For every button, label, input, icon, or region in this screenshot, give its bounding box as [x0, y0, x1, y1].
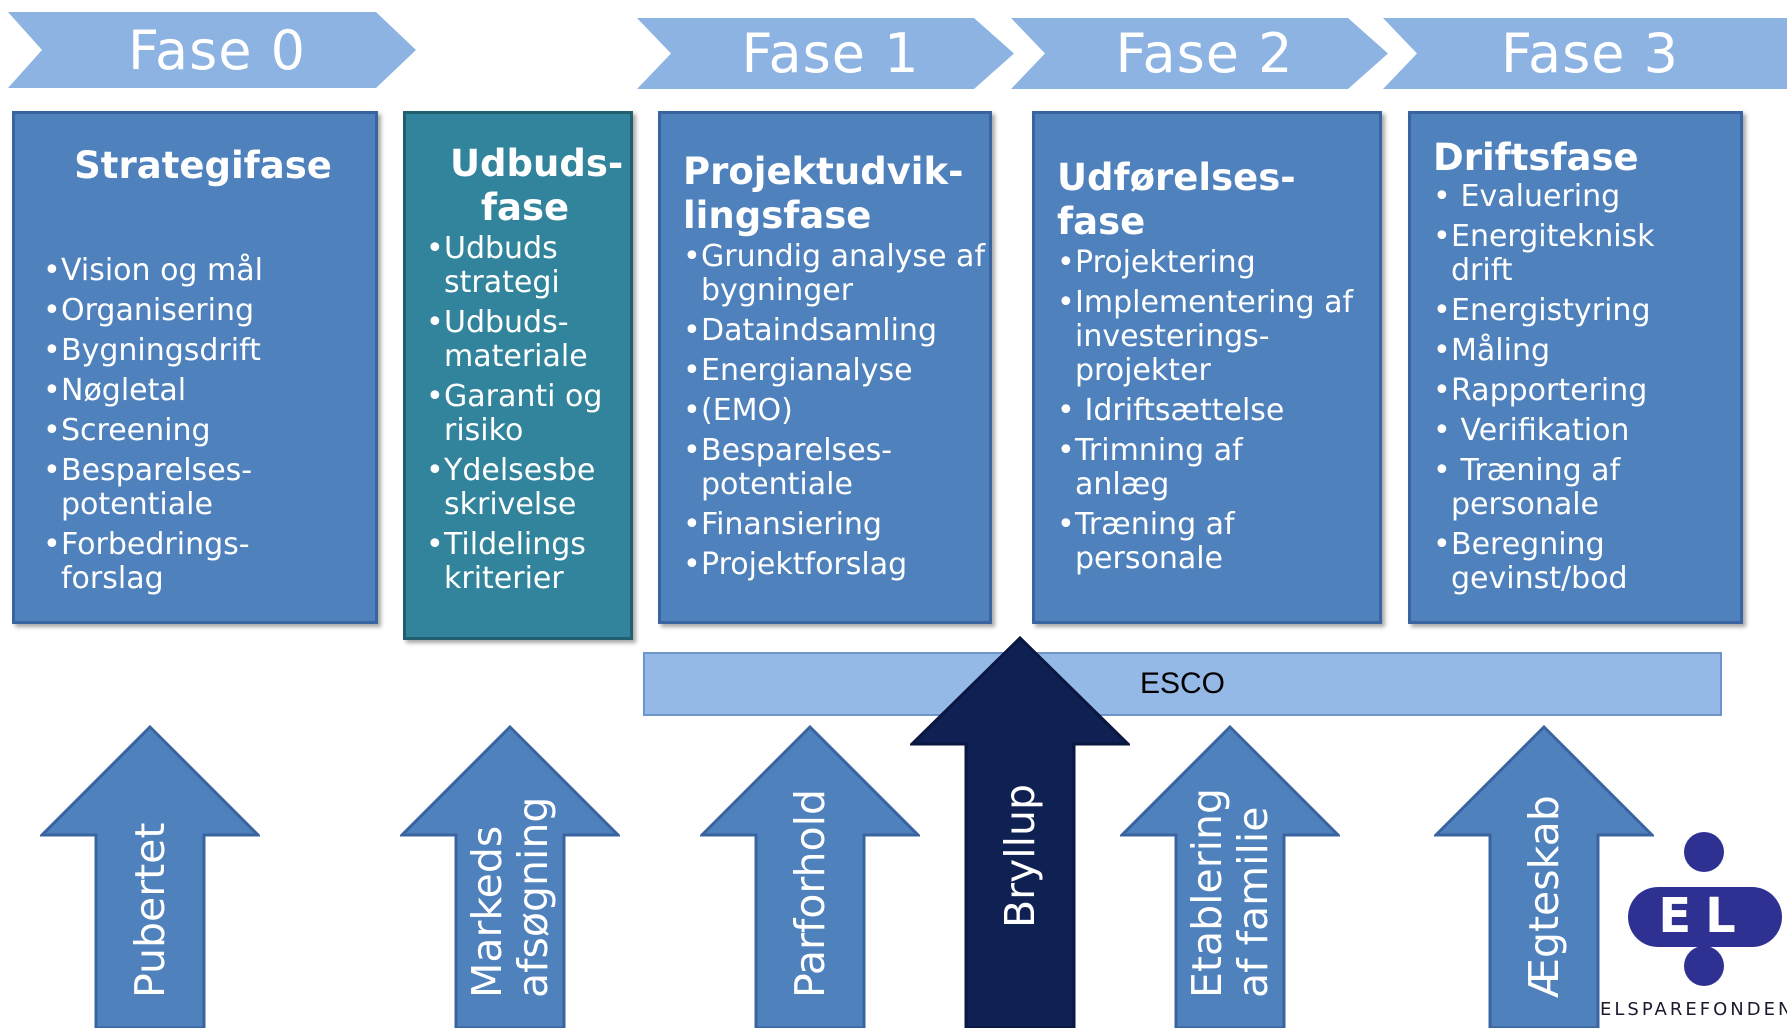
box-title: Udførelses-fase: [1057, 156, 1296, 243]
arrow-wedding: Bryllup: [910, 636, 1130, 1028]
list-item: Energistyring: [1433, 294, 1734, 328]
list-item: Nøgletal: [43, 374, 363, 408]
list-item: Rapportering: [1433, 374, 1734, 408]
up-arrow-shape: [40, 725, 260, 1028]
arrow-label: Parforhold: [786, 788, 834, 998]
up-arrow-shape: [700, 725, 920, 1028]
list-item: Grundig analyse af bygninger: [683, 240, 986, 308]
list-item: Tildelings kriterier: [426, 528, 609, 596]
list-item: Træning af personale: [1057, 508, 1295, 576]
phase-chevron-1: Fase 1: [637, 18, 1014, 89]
arrow-market-search: Markeds afsøgning: [400, 725, 620, 1028]
list-item: Energiteknisk drift: [1433, 220, 1691, 288]
arrow-label: Markeds afsøgning: [463, 796, 557, 998]
chevron-shape: [1383, 18, 1787, 89]
phase-box-tender: Udbuds-fase Udbuds strategi Udbuds-mater…: [403, 111, 633, 640]
list-item: Organisering: [43, 294, 363, 328]
chevron-shape: [637, 18, 1014, 89]
list-item: Garanti og risiko: [426, 380, 644, 448]
phase-chevron-2: Fase 2: [1011, 18, 1388, 89]
list-item: Projektforslag: [683, 548, 981, 582]
list-item: Projektering: [1057, 246, 1371, 280]
box-title: Projektudvik-lingsfase: [683, 150, 964, 237]
phase-label: Fase 0: [127, 18, 307, 82]
esco-label: ESCO: [1139, 667, 1226, 700]
up-arrow-shape: [400, 725, 620, 1028]
arrow-puberty: Pubertet: [40, 725, 260, 1028]
phase-box-project-development: Projektudvik-lingsfase Grundig analyse a…: [658, 111, 992, 624]
list-item: Vision og mål: [43, 254, 363, 288]
phase-label: Fase 3: [1500, 22, 1680, 85]
list-item: Bygningsdrift: [43, 334, 363, 368]
box-items: Projektering Implementering af investeri…: [1057, 246, 1371, 576]
list-item: Dataindsamling: [683, 314, 981, 348]
list-item: Besparelses-potentiale: [683, 434, 931, 502]
list-item: Træning af personale: [1433, 454, 1661, 522]
box-title: Driftsfase: [1433, 136, 1639, 179]
up-arrow-shape: [1434, 725, 1654, 1028]
up-arrow-shape: [910, 636, 1130, 1028]
list-item: Evaluering: [1433, 180, 1734, 214]
list-item: Udbuds-materiale: [426, 306, 594, 374]
phase-box-operation: Driftsfase Evaluering Energiteknisk drif…: [1408, 111, 1743, 624]
chevron-shape: [1011, 18, 1388, 89]
box-title: Udbuds-fase: [450, 142, 624, 229]
arrow-marriage: Ægteskab: [1434, 725, 1654, 1028]
arrow-relationship: Parforhold: [700, 725, 920, 1028]
list-item: Måling: [1433, 334, 1734, 368]
up-arrow-shape: [1120, 725, 1340, 1028]
phase-chevron-0: Fase 0: [8, 12, 416, 88]
box-items: Udbuds strategi Udbuds-materiale Garanti…: [426, 232, 624, 596]
list-item: Trimning af anlæg: [1057, 434, 1295, 502]
phase-label: Fase 1: [741, 22, 920, 85]
arrow-label: Pubertet: [126, 822, 174, 998]
list-item: Verifikation: [1433, 414, 1734, 448]
phase-label: Fase 2: [1115, 22, 1294, 85]
list-item: Besparelses-potentiale: [43, 454, 291, 522]
arrow-family: Etablering af familie: [1120, 725, 1340, 1028]
box-title: Strategifase: [74, 144, 332, 187]
phase-box-strategy: Strategifase Vision og mål Organisering …: [12, 111, 378, 624]
list-item: Idriftsættelse: [1057, 394, 1371, 428]
box-items: Grundig analyse af bygninger Dataindsaml…: [683, 240, 985, 582]
logo-wordmark: ELSPAREFONDEN: [1600, 999, 1787, 1020]
list-item: Ydelsesbe skrivelse: [426, 454, 619, 522]
phase-chevron-3: Fase 3: [1383, 18, 1787, 89]
logo-mark-text: EL: [1658, 888, 1749, 944]
box-items: Evaluering Energiteknisk drift Energisty…: [1433, 180, 1734, 596]
list-item: (EMO): [683, 394, 981, 428]
box-items: Vision og mål Organisering Bygningsdrift…: [43, 254, 363, 596]
list-item: Implementering af investerings-projekter: [1057, 286, 1375, 388]
phase-box-execution: Udførelses-fase Projektering Implementer…: [1032, 111, 1382, 624]
list-item: Finansiering: [683, 508, 981, 542]
logo-mark-icon: EL: [1628, 832, 1782, 986]
chevron-shape: [8, 12, 416, 88]
list-item: Udbuds strategi: [426, 232, 584, 300]
list-item: Screening: [43, 414, 363, 448]
arrow-label: Etablering af familie: [1183, 787, 1277, 998]
elsparefonden-logo: EL ELSPAREFONDEN: [1600, 826, 1787, 1028]
list-item: Forbedrings-forslag: [43, 528, 291, 596]
list-item: Beregning gevinst/bod: [1433, 528, 1671, 596]
esco-bar: ESCO: [643, 652, 1722, 716]
arrow-label: Ægteskab: [1520, 795, 1568, 998]
list-item: Energianalyse: [683, 354, 981, 388]
arrow-label: Bryllup: [996, 783, 1044, 928]
